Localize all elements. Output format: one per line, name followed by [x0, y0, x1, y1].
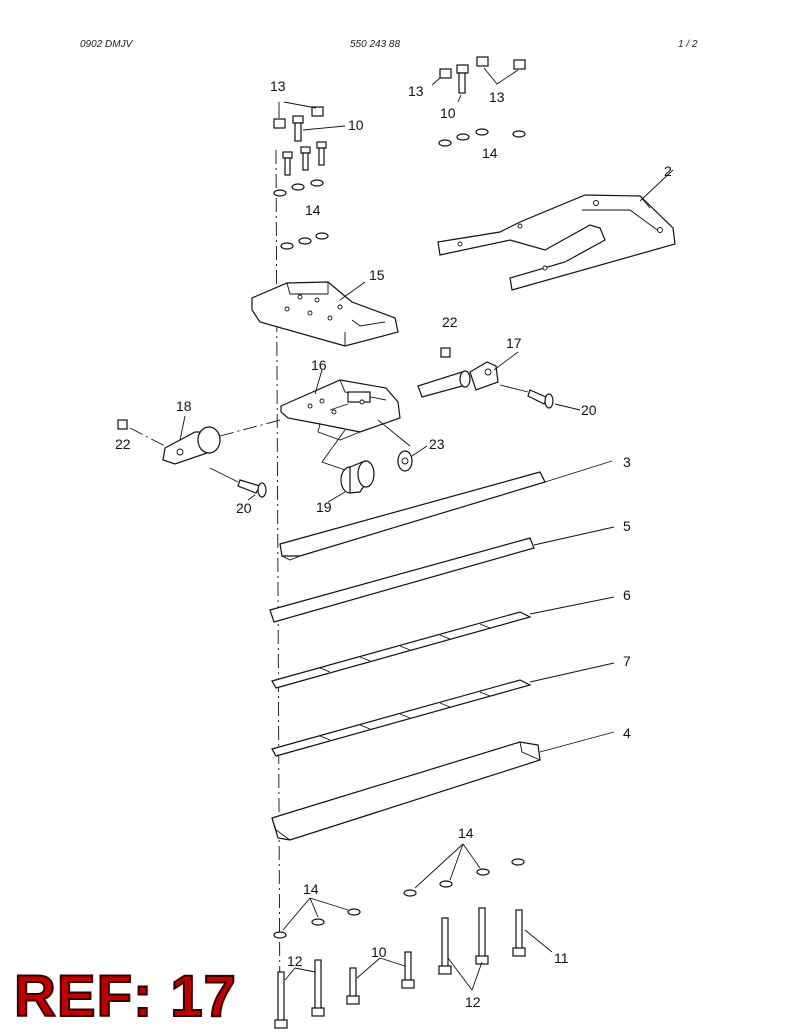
part-7-toothed-bar [271, 662, 615, 757]
nut-22a [440, 347, 451, 358]
nut-13c [439, 68, 452, 79]
label-13: 13 [270, 78, 286, 94]
bolt-12d [475, 907, 489, 965]
center-axis [275, 149, 281, 1031]
bolt-small-c [316, 141, 327, 166]
label-19: 19 [316, 499, 332, 515]
nut-22b [117, 419, 128, 430]
bolt-10d [401, 951, 415, 989]
label-15: 15 [369, 267, 385, 283]
part-18-pivot-arm [117, 415, 281, 465]
label-23: 23 [429, 436, 445, 452]
part-20b-pin [209, 467, 267, 501]
label-12: 12 [465, 994, 481, 1010]
label-4: 4 [623, 725, 631, 741]
header-left-code: 0902 DMJV [80, 39, 133, 50]
nut-13e [513, 59, 526, 70]
washer-14i [475, 128, 489, 136]
label-16: 16 [311, 357, 327, 373]
washer-14c [310, 179, 324, 187]
washer-14e [298, 237, 312, 245]
label-18: 18 [176, 398, 192, 414]
nut-13d [476, 56, 489, 67]
part-2-fork-frame [437, 169, 676, 291]
part-3-blade-bar [279, 460, 613, 561]
bolt-12a [274, 971, 288, 1029]
bolt-10c [346, 967, 360, 1005]
label-14: 14 [303, 881, 319, 897]
top-left-fastener-group [273, 101, 346, 250]
part-23-washer [397, 445, 428, 472]
part-5-blade-bar [269, 526, 615, 623]
callout-labels: 13 10 14 13 10 13 14 2 15 22 17 20 16 18… [115, 78, 672, 1010]
label-14: 14 [458, 825, 474, 841]
part-15-mounting-plate [251, 281, 399, 347]
bolt-12c [438, 917, 452, 975]
washer-14j [512, 130, 526, 138]
top-right-fastener-group [431, 56, 526, 147]
label-11: 11 [554, 950, 569, 966]
label-7: 7 [623, 653, 631, 669]
label-14: 14 [305, 202, 321, 218]
bolt-small-a [282, 151, 293, 176]
label-10: 10 [371, 944, 387, 960]
washer-14h [456, 133, 470, 141]
label-22: 22 [115, 436, 131, 452]
bolt-11 [512, 909, 526, 957]
washer-14f [315, 232, 329, 240]
label-22: 22 [442, 314, 458, 330]
label-17: 17 [506, 335, 522, 351]
washer-14a [273, 189, 287, 197]
bolt-10a [292, 115, 304, 142]
header-page-number: 1 / 2 [678, 39, 698, 50]
part-16-housing [280, 369, 401, 441]
bolt-12b [311, 959, 325, 1017]
label-3: 3 [623, 454, 631, 470]
label-10: 10 [440, 105, 456, 121]
part-19-roller [321, 419, 411, 503]
label-12: 12 [287, 953, 303, 969]
label-13: 13 [408, 83, 424, 99]
washer-14b [291, 183, 305, 191]
bolt-small-b [300, 146, 311, 171]
part-6-toothed-bar [271, 596, 615, 689]
nut-13b [311, 106, 324, 117]
label-5: 5 [623, 518, 631, 534]
bolt-10b-head [456, 64, 469, 74]
bolt-10b-shank [458, 72, 466, 94]
ref-stamp: REF: 17 [13, 964, 237, 1029]
label-20: 20 [581, 402, 597, 418]
bottom-bolt-group [274, 907, 553, 1029]
label-2: 2 [664, 163, 672, 179]
part-4-blade-holder [271, 731, 615, 841]
washer-14g [438, 139, 452, 147]
label-14: 14 [482, 145, 498, 161]
header-part-number: 550 243 88 [350, 39, 401, 50]
part-17-pivot-shaft [417, 347, 519, 398]
part-20a-pin [499, 384, 581, 411]
label-6: 6 [623, 587, 631, 603]
label-13: 13 [489, 89, 505, 105]
nut-13a [273, 118, 286, 129]
washer-14d [280, 242, 294, 250]
label-10: 10 [348, 117, 364, 133]
label-20: 20 [236, 500, 252, 516]
bottom-washer-group [273, 843, 525, 939]
